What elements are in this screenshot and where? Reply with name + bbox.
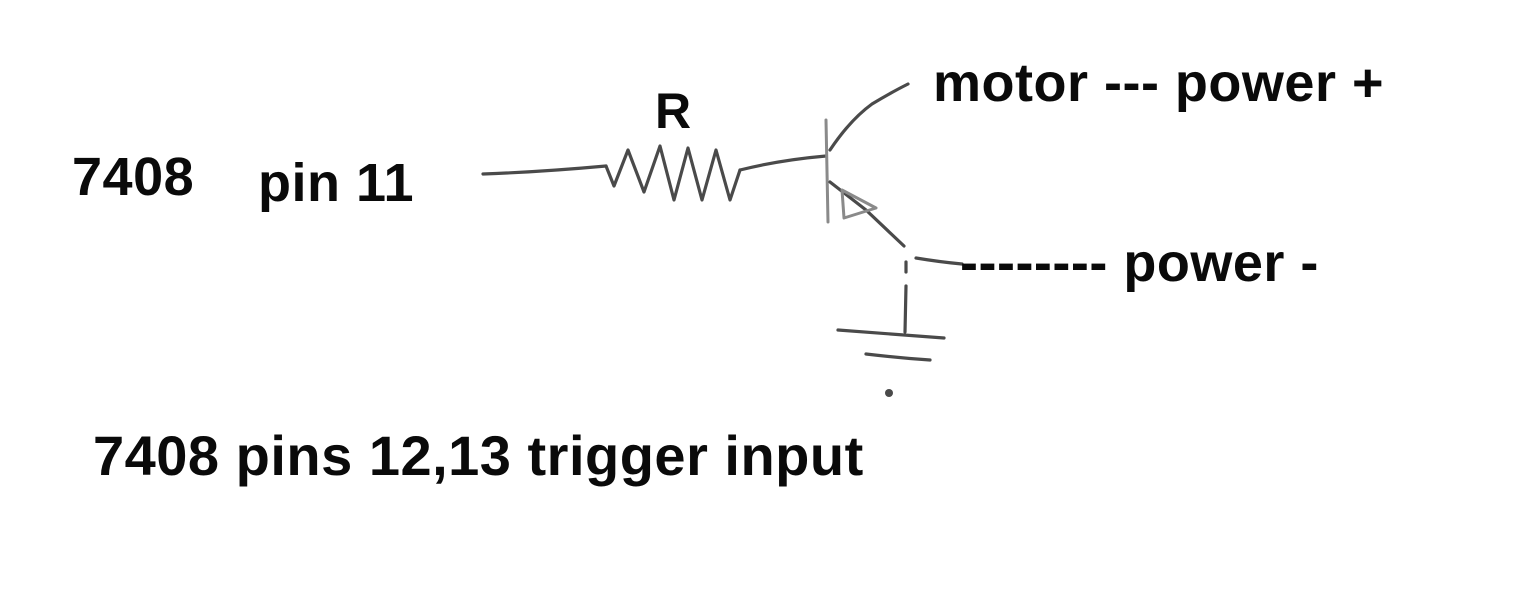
motor-power-label: motor --- power + [933,53,1384,113]
ground-power-label: -------- power - [960,233,1319,293]
trigger-input-label: 7408 pins 12,13 trigger input [93,424,864,487]
ground-tie-wire [914,256,964,266]
base-wire [738,154,828,172]
emitter-arrow-icon [840,188,878,220]
ground-drop-wire [903,260,908,334]
input-wire [481,164,608,176]
resistor-zigzag [604,144,742,202]
collector-lead [828,82,910,152]
pin-label: pin 11 [258,153,415,213]
chip-label: 7408 [72,147,195,207]
ground-dot-icon [885,389,893,397]
resistor-label: R [655,83,692,139]
transistor-base-bar [824,118,830,224]
ground-symbol-icon [836,328,946,362]
